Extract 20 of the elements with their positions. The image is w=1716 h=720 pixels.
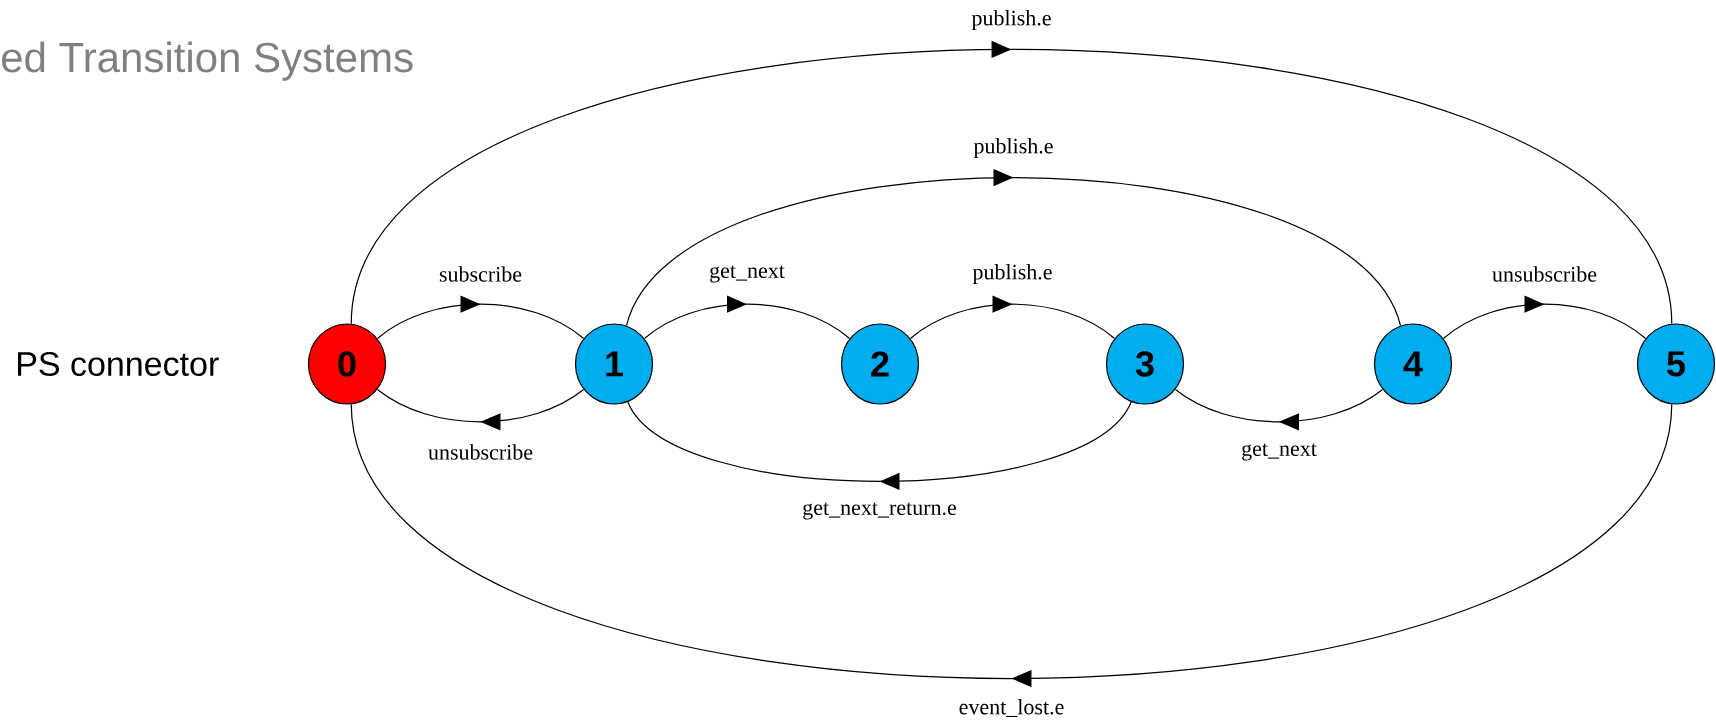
- heading: ed Transition Systems: [2, 41, 413, 81]
- arrow: [1442, 295, 1647, 340]
- arrow: [625, 168, 1402, 327]
- arrow: [909, 295, 1116, 340]
- edge-label: publish.e: [971, 263, 1054, 285]
- arrow: [643, 295, 851, 340]
- edge-label: publish.e: [970, 9, 1053, 31]
- arrow: [1174, 388, 1384, 431]
- diagram-label: PS connector: [18, 351, 219, 376]
- edge-label: get_next_return.e: [801, 501, 958, 521]
- arrow: [627, 401, 1132, 491]
- arrow: [376, 388, 585, 431]
- edge-label: get_next: [708, 264, 786, 284]
- edge-label: unsubscribe: [1490, 265, 1599, 283]
- edge-label: get_next: [1240, 442, 1318, 462]
- arrow: [376, 295, 585, 340]
- edge-label: event_lost.e: [957, 697, 1066, 719]
- edge-label: unsubscribe: [426, 443, 535, 461]
- edge-label: publish.e: [972, 137, 1055, 159]
- edge-label: subscribe: [437, 265, 524, 283]
